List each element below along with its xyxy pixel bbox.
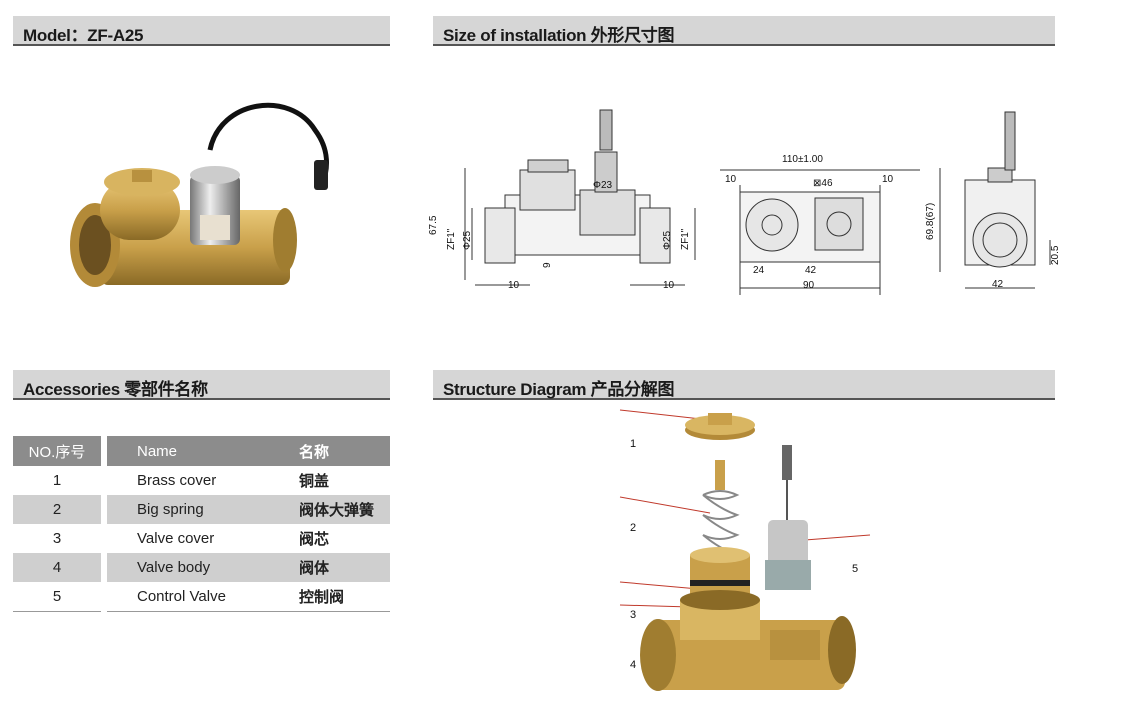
row-name: Valve body: [101, 553, 287, 582]
dim-69-8: 69.8(67): [925, 203, 936, 240]
dim-10-left: 10: [508, 280, 520, 291]
accessories-header: Accessories 零部件名称: [13, 370, 390, 400]
part-valve-cover: [690, 547, 750, 595]
dim-10-top-left: 10: [725, 174, 737, 185]
row-name: Big spring: [101, 495, 287, 524]
dim-10-top-right: 10: [882, 174, 894, 185]
col-name: Name: [101, 436, 287, 466]
dim-phi25-left: Φ25: [462, 230, 473, 250]
structure-diagram: 1 2 3 4 5: [619, 409, 871, 691]
structure-label-2: 2: [630, 522, 636, 534]
row-no: 4: [13, 553, 104, 582]
dim-24: 24: [753, 265, 765, 276]
col-no: NO.序号: [13, 436, 104, 466]
dimension-drawings: 67.5 ZF1" Φ25 9 10 Φ23 Φ25 ZF1" 10 110±1…: [428, 109, 1060, 295]
dim-10-right: 10: [663, 280, 675, 291]
row-no: 1: [52, 472, 62, 489]
dim-20-5: 20.5: [1050, 245, 1060, 265]
table-row: 5 Control Valve 控制阀: [13, 582, 390, 612]
structure-label-3: 3: [630, 609, 636, 621]
part-control-valve: [765, 445, 811, 590]
row-cn: 控制阀: [287, 582, 390, 612]
model-header: Model：ZF-A25: [13, 16, 390, 46]
dim-67-5: 67.5: [428, 215, 439, 235]
product-photo: [70, 102, 329, 287]
dim-phi23: Φ23: [593, 180, 613, 191]
accessories-table: NO.序号 Name 名称 1 Brass cover 铜盖 2 Big spr…: [13, 436, 390, 612]
row-cn: 铜盖: [299, 473, 330, 490]
dim-110: 110±1.00: [782, 154, 823, 165]
dim-sq46: ⊠46: [813, 178, 833, 189]
structure-title: Structure Diagram 产品分解图: [443, 380, 675, 399]
row-name: Control Valve: [101, 582, 287, 612]
row-no: 3: [52, 530, 62, 547]
table-row: 2 Big spring 阀体大弹簧: [13, 495, 390, 524]
size-header: Size of installation 外形尺寸图: [433, 16, 1055, 46]
top-view: [720, 169, 920, 295]
dim-phi25-right: Φ25: [662, 230, 673, 250]
part-valve-body: [640, 590, 856, 691]
table-row: 3 Valve cover 阀芯: [13, 524, 390, 553]
front-view: [464, 109, 696, 286]
size-title: Size of installation 外形尺寸图: [443, 26, 675, 45]
structure-label-5: 5: [852, 563, 858, 575]
row-no: 5: [13, 582, 104, 612]
dim-zf1-right: ZF1": [680, 228, 691, 250]
row-cn: 阀体: [287, 553, 390, 582]
structure-label-1: 1: [630, 438, 636, 450]
structure-label-4: 4: [630, 659, 636, 671]
row-cn: 阀体大弹簧: [287, 495, 390, 524]
side-view: [939, 111, 1051, 289]
part-brass-cover: [685, 413, 755, 440]
row-name: Valve cover: [101, 524, 287, 553]
accessories-title: Accessories 零部件名称: [23, 380, 208, 399]
dim-42-mid: 42: [805, 265, 817, 276]
dim-90: 90: [803, 280, 815, 291]
model-title: Model：ZF-A25: [23, 26, 144, 45]
dim-42-side: 42: [992, 279, 1004, 290]
table-header-row: NO.序号 Name 名称: [13, 436, 390, 466]
table-row: 1 Brass cover 铜盖: [13, 466, 390, 495]
structure-header: Structure Diagram 产品分解图: [433, 370, 1055, 400]
dim-9: 9: [542, 262, 553, 268]
row-name: Brass cover: [101, 466, 287, 495]
dim-zf1-left: ZF1": [446, 228, 457, 250]
row-cn: 阀芯: [299, 531, 330, 548]
table-row: 4 Valve body 阀体: [13, 553, 390, 582]
col-cn: 名称: [287, 436, 390, 466]
part-spring: [702, 460, 740, 556]
row-no: 2: [13, 495, 104, 524]
